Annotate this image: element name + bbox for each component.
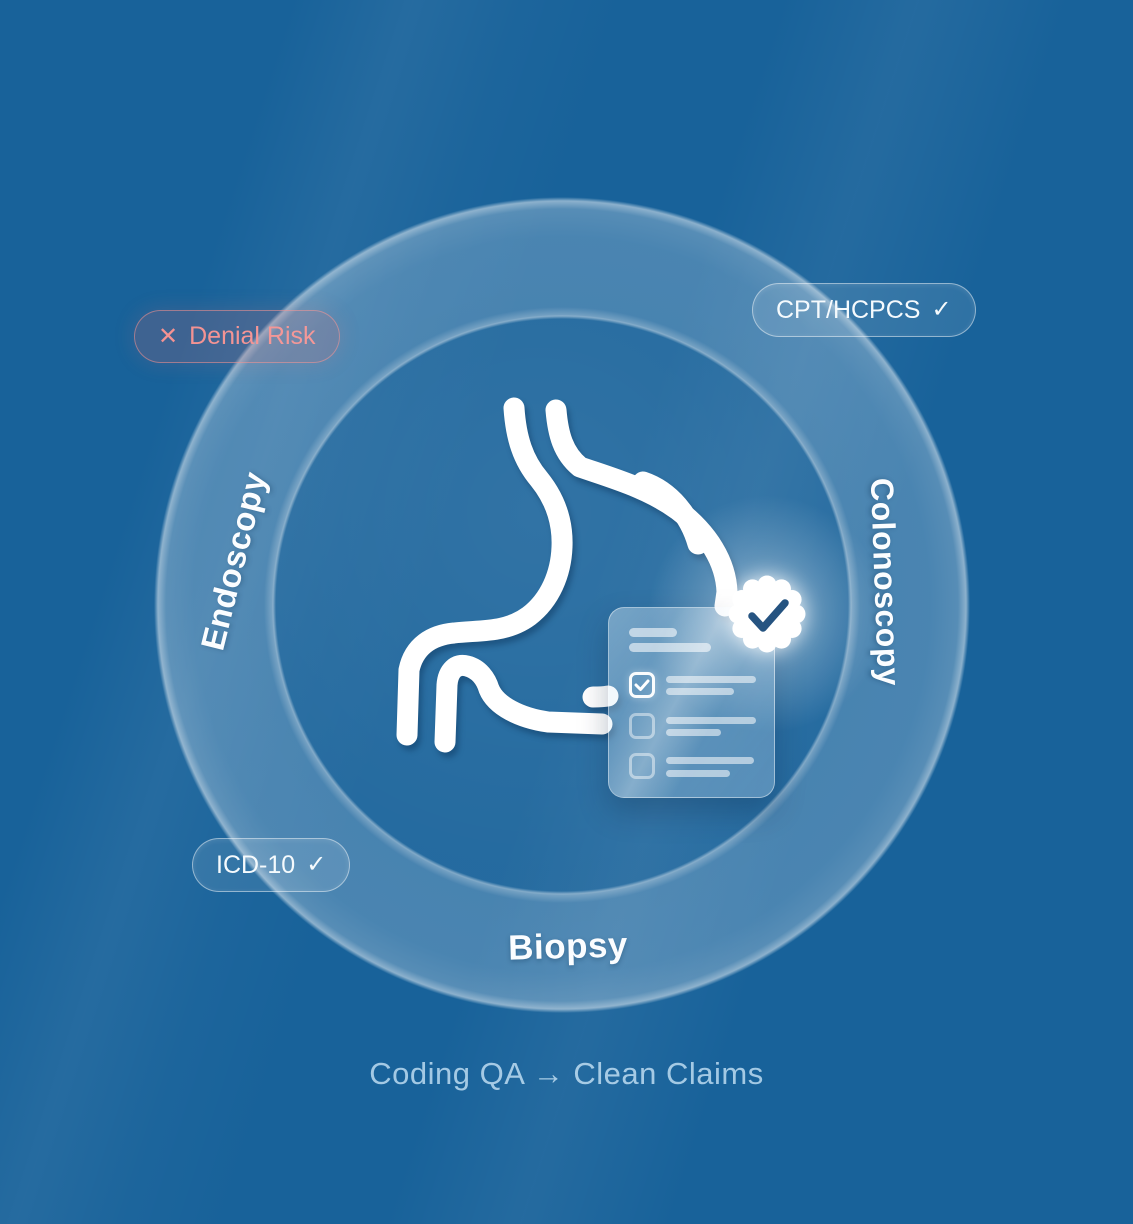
stomach-duodenum xyxy=(434,654,613,753)
card-row-line xyxy=(666,688,734,695)
card-title-line xyxy=(629,628,677,637)
card-row-line xyxy=(666,729,721,736)
checkbox-checked-icon xyxy=(629,672,655,698)
caption-text: Coding QA → Clean Claims xyxy=(369,1056,764,1091)
check-icon: ✓ xyxy=(931,296,952,323)
verified-seal-icon xyxy=(728,575,806,653)
ring-label-biopsy: Biopsy xyxy=(507,925,629,968)
icd10-badge: ICD-10 ✓ xyxy=(192,838,351,892)
denial-risk-label: Denial Risk xyxy=(189,322,316,350)
stomach-right-wall xyxy=(545,399,738,617)
checkbox-unchecked-icon xyxy=(629,753,655,779)
x-icon: ✕ xyxy=(158,322,179,350)
stomach-inner-curve xyxy=(632,471,709,555)
check-icon: ✓ xyxy=(306,851,327,878)
card-row-line xyxy=(666,676,756,683)
cpt-hcpcs-badge: CPT/HCPCS ✓ xyxy=(752,283,976,337)
glass-ring xyxy=(152,195,972,1015)
card-row-line xyxy=(666,717,756,724)
stomach-left-wall xyxy=(396,397,573,746)
card-subtitle-line xyxy=(629,643,711,652)
icd10-label: ICD-10 xyxy=(216,850,296,879)
card-row-line xyxy=(666,770,730,777)
stomach-antrum-stub xyxy=(582,685,619,708)
card-row-line xyxy=(666,757,754,764)
ring-label-colonoscopy: Colonoscopy xyxy=(863,477,908,687)
checkbox-unchecked-icon xyxy=(629,713,655,739)
cpt-hcpcs-label: CPT/HCPCS xyxy=(776,295,921,324)
stomach-icon xyxy=(396,397,738,753)
denial-risk-badge: ✕ Denial Risk xyxy=(134,310,340,363)
